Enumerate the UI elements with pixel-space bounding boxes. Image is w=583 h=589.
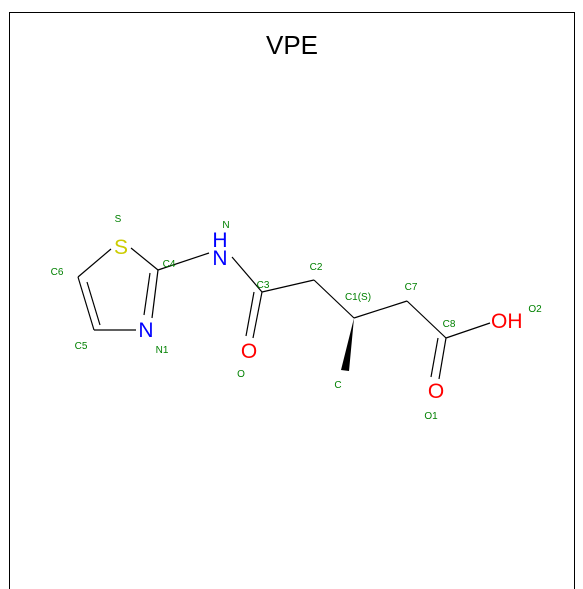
bond-n1-c4-double [143, 272, 151, 316]
label-c6: C6 [51, 267, 64, 278]
label-c3: C3 [257, 280, 270, 291]
wedge-bond-c1-c [341, 318, 354, 371]
bond-c1-c7 [353, 300, 408, 319]
bond-s-c6 [77, 248, 112, 278]
label-c1: C1(S) [345, 292, 371, 303]
bonds [77, 247, 491, 380]
atom-nh-nitrogen: N [212, 247, 227, 270]
diagram-title: VPE [266, 30, 318, 60]
atom-nh-hydrogen: H [212, 229, 227, 252]
bond-n-c3 [231, 256, 263, 293]
atom-o1-symbol: O [428, 380, 444, 403]
bond-c6-c5-double [86, 281, 101, 326]
label-o2: O2 [528, 304, 542, 315]
atom-o-symbol: O [241, 340, 257, 363]
label-s: S [115, 214, 122, 225]
label-c: C [334, 380, 341, 391]
bond-c3-o-double [245, 291, 255, 337]
bond-c6-c5 [77, 276, 95, 331]
bond-c3-o [252, 291, 263, 339]
bond-s-c4 [130, 247, 159, 271]
atom-n1-symbol: N [138, 319, 153, 342]
atom-o2-symbol: OH [491, 310, 523, 333]
label-o1: O1 [424, 411, 438, 422]
element-symbols: S N H N O O OH [114, 229, 523, 403]
bond-c4-n [157, 252, 210, 271]
frame-border [9, 12, 575, 589]
label-c5: C5 [75, 341, 88, 352]
bond-c7-c8 [406, 300, 447, 339]
atom-s-symbol: S [114, 236, 128, 259]
atom-name-labels: S C6 C4 C5 N1 N C3 O C2 C1(S) C C7 C8 O1… [51, 214, 543, 422]
label-n: N [222, 220, 229, 231]
bond-c2-c1 [313, 279, 355, 319]
label-c8: C8 [443, 319, 456, 330]
label-o: O [237, 369, 245, 380]
label-c4: C4 [163, 259, 176, 270]
label-n1: N1 [156, 345, 169, 356]
bond-c3-c2 [261, 279, 315, 293]
label-c2: C2 [310, 262, 323, 273]
bond-c8-o2 [445, 322, 491, 339]
bond-n1-c4 [151, 269, 159, 319]
label-c7: C7 [405, 282, 418, 293]
bond-c8-o1-double [430, 337, 439, 378]
bond-c8-o1 [438, 337, 447, 380]
